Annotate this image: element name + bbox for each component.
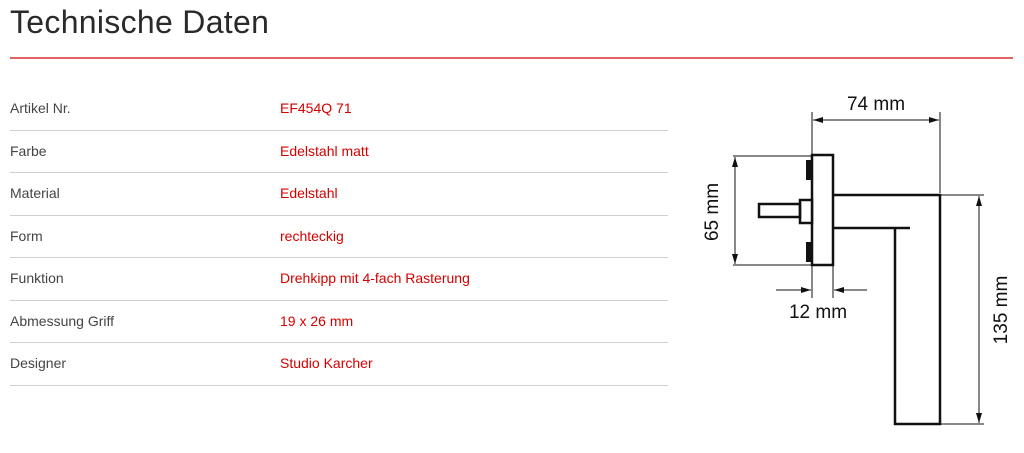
spec-value: Edelstahl xyxy=(280,185,338,201)
spec-label: Artikel Nr. xyxy=(10,100,71,116)
spec-value: Studio Karcher xyxy=(280,355,373,371)
spec-value: EF454Q 71 xyxy=(280,100,352,116)
spec-label: Designer xyxy=(10,355,67,371)
spec-value: 19 x 26 mm xyxy=(280,312,354,329)
spec-value: rechteckig xyxy=(280,227,344,244)
spec-table: Artikel Nr. EF454Q 71 Farbe Edelstahl matt… xyxy=(10,88,668,386)
handle-outline xyxy=(757,153,942,426)
spec-label: Farbe xyxy=(10,142,47,159)
width-dimension-label: 74 mm xyxy=(847,94,905,115)
table-row: Material Edelstahl xyxy=(10,173,668,216)
spec-label: Material xyxy=(10,185,60,201)
table-row: Farbe Edelstahl matt xyxy=(10,131,668,173)
dimension-lines xyxy=(732,112,984,425)
table-row: Form rechteckig xyxy=(10,216,668,258)
table-row: Artikel Nr. EF454Q 71 xyxy=(10,88,668,131)
length-dimension-label: 135 mm xyxy=(991,276,1012,345)
page-title: Technische Daten xyxy=(10,4,270,40)
table-row: Abmessung Griff 19 x 26 mm xyxy=(10,301,668,343)
title-divider xyxy=(10,57,1013,59)
rose-clips xyxy=(806,160,812,262)
spec-label: Form xyxy=(10,227,43,244)
rose-height-dimension-label: 65 mm xyxy=(702,183,723,241)
table-row: Funktion Drehkipp mit 4-fach Rasterung xyxy=(10,258,668,301)
spec-value: Drehkipp mit 4-fach Rasterung xyxy=(280,270,470,286)
spec-label: Abmessung Griff xyxy=(10,312,115,329)
rose-depth-dimension-label: 12 mm xyxy=(789,302,847,323)
spec-label: Funktion xyxy=(10,270,64,286)
spec-value: Edelstahl matt xyxy=(280,142,369,159)
table-row: Designer Studio Karcher xyxy=(10,343,668,386)
